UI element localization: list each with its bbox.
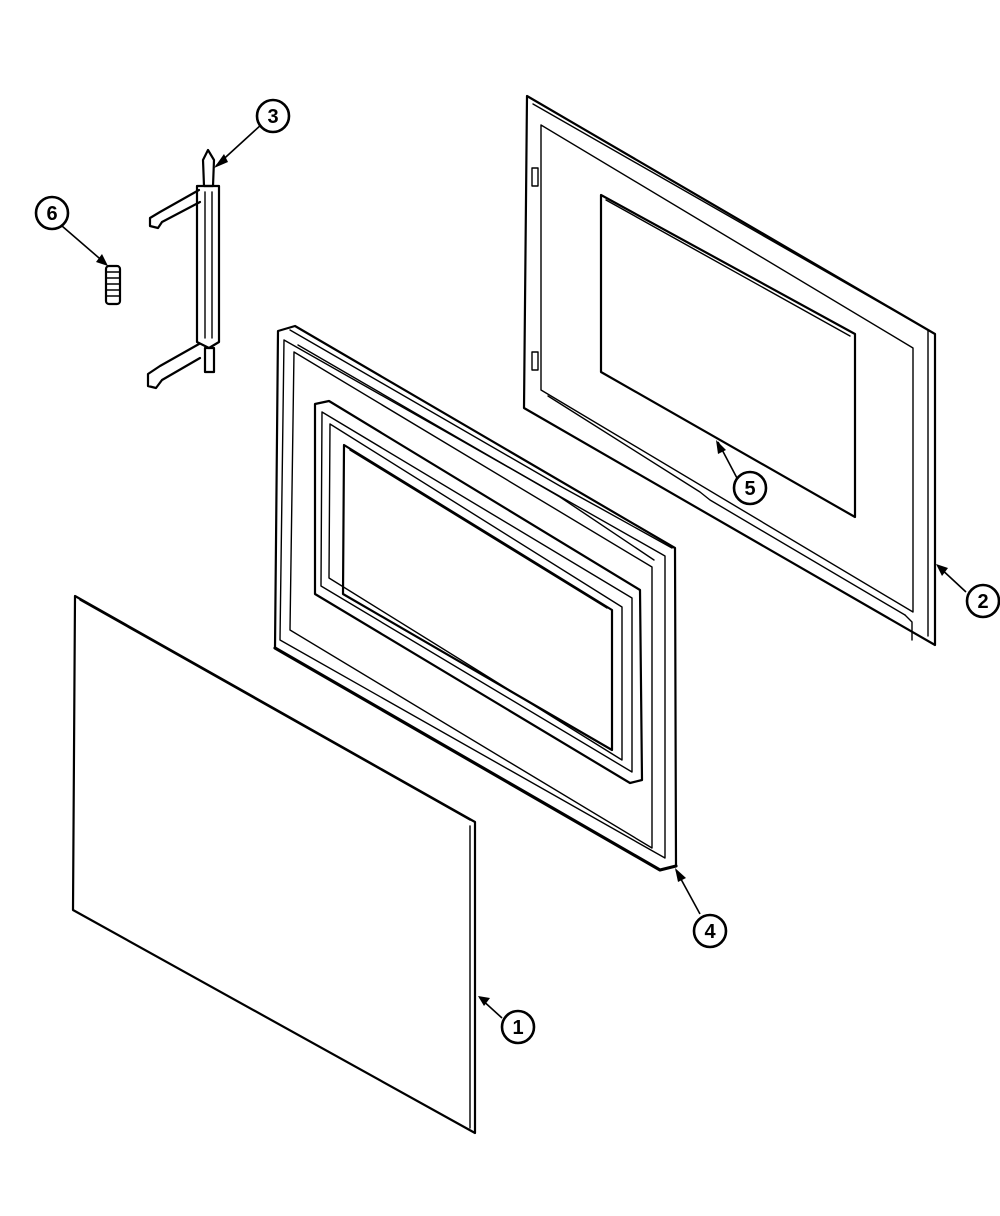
callout-1: 1 (500, 1009, 536, 1045)
svg-text:5: 5 (744, 478, 755, 500)
callout-6: 6 (34, 195, 70, 231)
callout-4: 4 (692, 913, 728, 949)
svg-text:4: 4 (704, 921, 716, 943)
leader-lines (61, 123, 967, 1019)
callout-3: 3 (255, 98, 291, 134)
part-4-door-frame (273, 324, 678, 872)
svg-text:6: 6 (46, 203, 57, 225)
svg-text:2: 2 (977, 591, 988, 613)
part-1-outer-panel (71, 594, 477, 1135)
svg-text:1: 1 (512, 1017, 523, 1039)
part-6-spring (104, 264, 122, 306)
part-3-hinge (146, 148, 221, 390)
part-5-window-glass (599, 193, 857, 519)
callout-5: 5 (732, 470, 768, 506)
svg-text:3: 3 (267, 106, 278, 128)
part-2-inner-panel (522, 94, 937, 647)
callout-2: 2 (965, 583, 1000, 619)
